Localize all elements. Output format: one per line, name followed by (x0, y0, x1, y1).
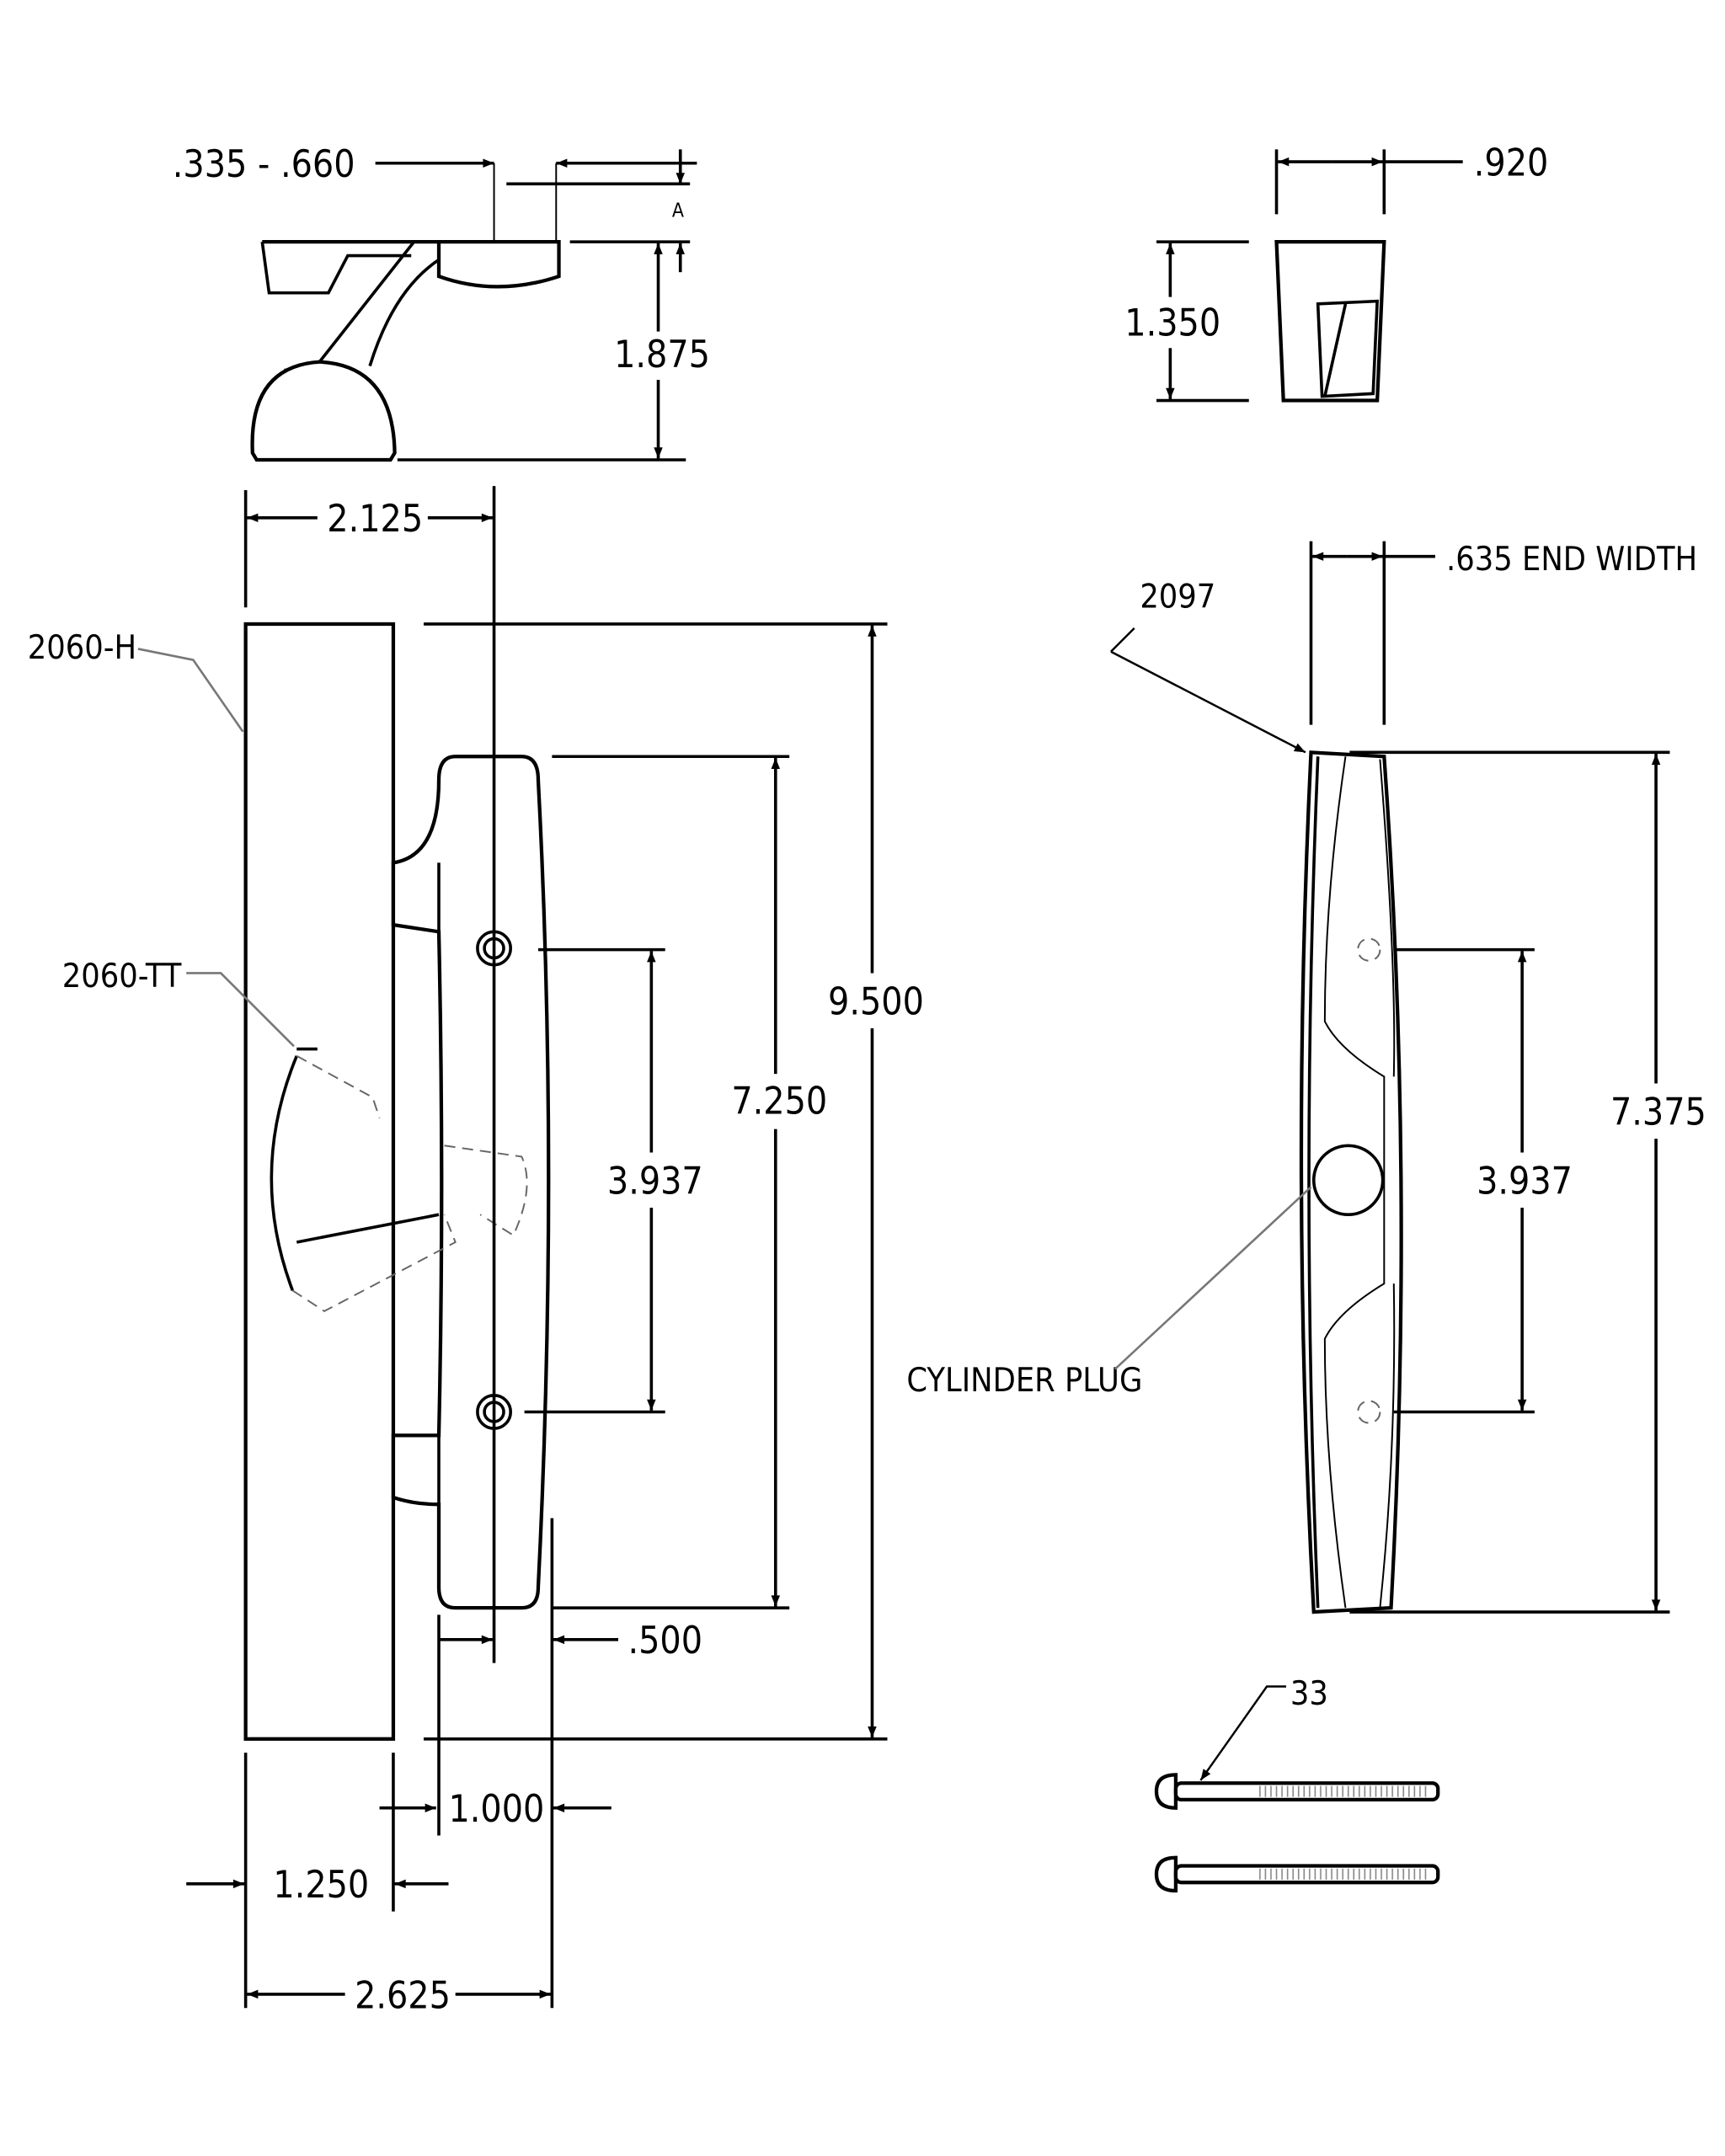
dim-gap: 1.000 (448, 1788, 544, 1831)
dim-projection: 1.875 (614, 334, 710, 376)
dim-overall-height: 9.500 (828, 981, 924, 1024)
dim-overall-width: 2.625 (355, 1974, 451, 2017)
pull-grip (391, 755, 551, 1610)
dim-handle-offset: 2.125 (327, 498, 423, 541)
top-view: .335 - .660 A 1.875 (173, 143, 710, 462)
dim-thickness-ref: A (672, 200, 684, 222)
thumb-turn (270, 1055, 298, 1291)
screw-bottom (1154, 1855, 1440, 1893)
label-cylinder-plug: CYLINDER PLUG (906, 1362, 1142, 1400)
screw-top (1154, 1773, 1440, 1810)
dim-handle-length: 7.250 (731, 1081, 827, 1123)
handle-plate (243, 622, 396, 1741)
dim-hole-spacing-right: 3.937 (1477, 1161, 1573, 1203)
end-view: .920 1.350 (1124, 141, 1549, 403)
label-handle: 2060-H (28, 629, 136, 667)
inside-pull (1299, 750, 1403, 1614)
dim-hole-spacing-left: 3.937 (607, 1161, 703, 1203)
dim-grip-width: .500 (628, 1620, 702, 1662)
dim-plate-width: 1.250 (273, 1864, 369, 1907)
inside-pull-view: .635 END WIDTH 7.375 3.937 2097 CYLINDER… (906, 541, 1706, 1893)
dim-thickness-range: .335 - .660 (173, 143, 355, 186)
label-inside-pull: 2097 (1140, 578, 1215, 616)
dim-end-width: .635 END WIDTH (1446, 541, 1697, 579)
knob-shape (250, 360, 397, 462)
dim-top-height: 1.350 (1124, 302, 1220, 345)
label-thumb-turn: 2060-TT (62, 958, 182, 995)
dim-top-width: .920 (1474, 141, 1549, 184)
label-screw: 33 (1290, 1675, 1328, 1713)
dim-pull-length: 7.375 (1610, 1091, 1706, 1134)
cylinder-plug (1311, 1144, 1385, 1217)
front-view: 2060-H 2060-TT 2.125 9.500 7.250 3.937 .… (28, 486, 924, 2017)
